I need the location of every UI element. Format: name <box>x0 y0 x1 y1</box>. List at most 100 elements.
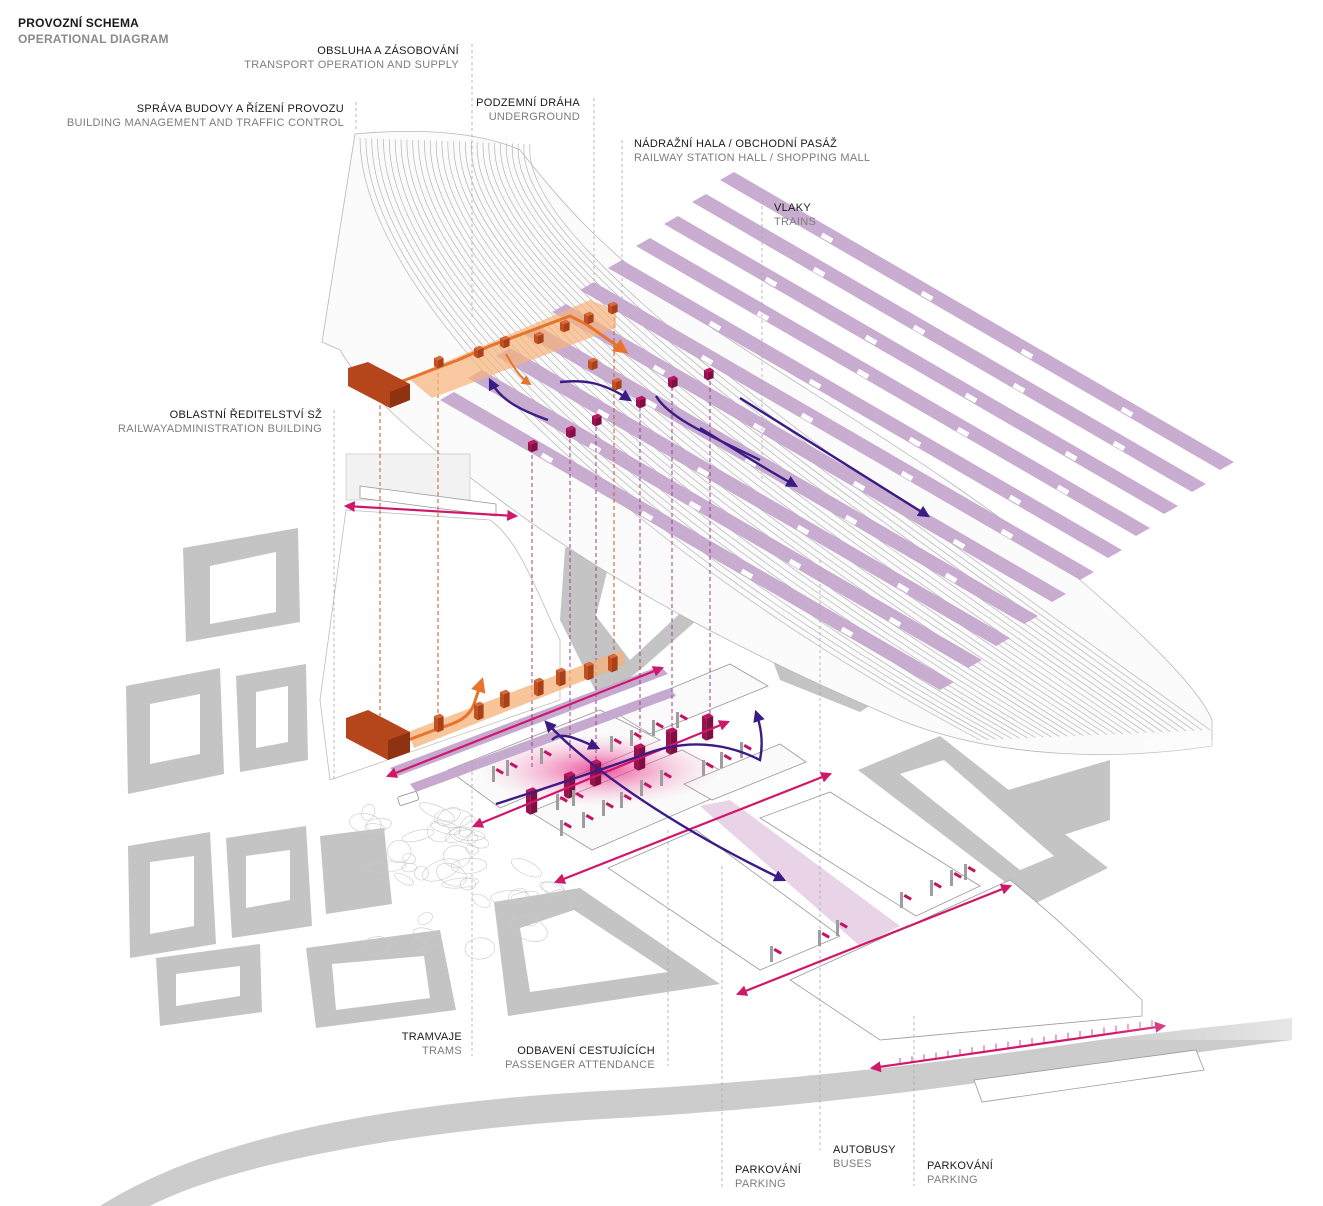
supply-shaft-front <box>560 322 564 333</box>
platform-opening <box>820 232 834 244</box>
escalator <box>620 792 623 808</box>
park-blob <box>387 840 412 864</box>
platform-opening <box>708 320 722 332</box>
supply-shaft-top <box>608 301 618 307</box>
track-line <box>359 137 981 741</box>
supply-shaft-top <box>584 661 594 667</box>
label-underground-en: UNDERGROUND <box>488 111 580 123</box>
curved-arrow-icon <box>488 377 549 422</box>
supply-shaft-top <box>500 335 510 341</box>
escalator <box>506 760 509 776</box>
platform-opening <box>588 442 602 454</box>
track-line <box>523 143 1203 731</box>
escalator <box>602 800 605 816</box>
escalator <box>652 720 655 736</box>
label-passenger: ODBAVENÍ CESTUJÍCÍCH PASSENGER ATTENDANC… <box>505 1044 655 1072</box>
platform-opening <box>920 290 934 302</box>
curved-arrow-icon <box>699 426 799 488</box>
supply-shaft-front <box>556 670 560 687</box>
label-parking1-cz: PARKOVÁNÍ <box>735 1164 802 1176</box>
escalator <box>770 946 773 962</box>
escalator <box>702 760 705 776</box>
escalator-landing <box>679 714 688 721</box>
platform-opening <box>900 470 914 482</box>
label-supply: OBSLUHA A ZÁSOBOVÁNÍ TRANSPORT OPERATION… <box>244 44 459 72</box>
park-blob <box>441 877 480 889</box>
park-blob <box>430 820 461 835</box>
core-front <box>668 378 672 389</box>
track-line <box>482 142 1147 734</box>
core-top <box>668 375 678 381</box>
platform-opening <box>952 538 966 550</box>
label-admin-en: RAILWAYADMINISTRATION BUILDING <box>118 423 322 435</box>
vehicles <box>397 791 419 806</box>
core-front <box>666 730 671 755</box>
label-trains: VLAKY TRAINS <box>774 201 816 229</box>
park-blob <box>490 890 530 905</box>
platform-opening <box>744 456 758 468</box>
platform-opening <box>788 558 802 570</box>
supply-shaft-top <box>588 357 598 363</box>
label-trains-cz: VLAKY <box>774 202 811 214</box>
supply-shaft-side <box>503 338 510 349</box>
supply-shaft-side <box>559 670 566 687</box>
platform <box>692 194 1206 492</box>
escalator <box>582 812 585 828</box>
platform-opening <box>700 354 714 366</box>
curved-arrow-icon <box>559 379 632 402</box>
escalator-landing <box>723 753 732 761</box>
platform-opening <box>1012 382 1026 394</box>
platform-opening <box>956 426 970 438</box>
platform <box>720 172 1234 470</box>
city-block <box>226 826 312 938</box>
supply-shaft-side <box>587 664 594 681</box>
label-admin: OBLASTNÍ ŘEDITELSTVÍ SŽ RAILWAYADMINISTR… <box>118 408 322 436</box>
escalator <box>676 712 679 728</box>
platform-opening <box>964 392 978 404</box>
supply-route <box>399 314 629 384</box>
supply-shaft-front <box>474 348 478 359</box>
track-line <box>406 139 1044 738</box>
supply-shaft-side <box>587 314 594 325</box>
platform <box>580 282 1094 580</box>
core-side <box>671 378 678 389</box>
escalator <box>640 780 643 796</box>
platform-opening <box>540 452 554 464</box>
core-front <box>636 398 640 409</box>
curved-arrow-icon <box>544 720 787 882</box>
supply-shaft-front <box>534 334 538 345</box>
label-parking1: PARKOVÁNÍ PARKING <box>735 1163 801 1191</box>
park-blob <box>402 853 416 864</box>
park-blob <box>444 826 472 844</box>
park-blob <box>401 828 435 843</box>
escalator <box>720 752 723 768</box>
supply-shaft-top <box>612 377 622 383</box>
core-top <box>566 425 576 431</box>
platform-opening <box>756 310 770 322</box>
city-block <box>320 828 392 914</box>
supply-shaft-top <box>534 331 544 337</box>
park-blob <box>465 844 479 855</box>
park-blob <box>349 813 382 834</box>
park-blob <box>512 908 538 927</box>
label-supply-en: TRANSPORT OPERATION AND SUPPLY <box>244 59 459 71</box>
park-blob <box>426 822 451 843</box>
supply-shaft-side <box>611 656 618 673</box>
platform <box>608 260 1122 558</box>
supply-shaft-top <box>560 319 570 325</box>
platform-opening <box>1064 450 1078 462</box>
platform-opening <box>864 334 878 346</box>
platforms <box>440 172 1234 690</box>
supply-shaft-side <box>477 348 484 359</box>
supply-shaft-top <box>584 311 594 317</box>
platform <box>664 216 1178 514</box>
platform <box>440 392 954 690</box>
double-arrow-icon <box>735 884 1013 996</box>
supply-shaft-side <box>437 358 444 369</box>
platform-opening <box>896 582 910 594</box>
escalator <box>560 820 563 836</box>
supply-shaft-front <box>588 360 592 371</box>
platform-opening <box>652 364 666 376</box>
supply-system-upper <box>348 300 629 408</box>
label-management-en: BUILDING MANAGEMENT AND TRAFFIC CONTROL <box>66 117 344 129</box>
